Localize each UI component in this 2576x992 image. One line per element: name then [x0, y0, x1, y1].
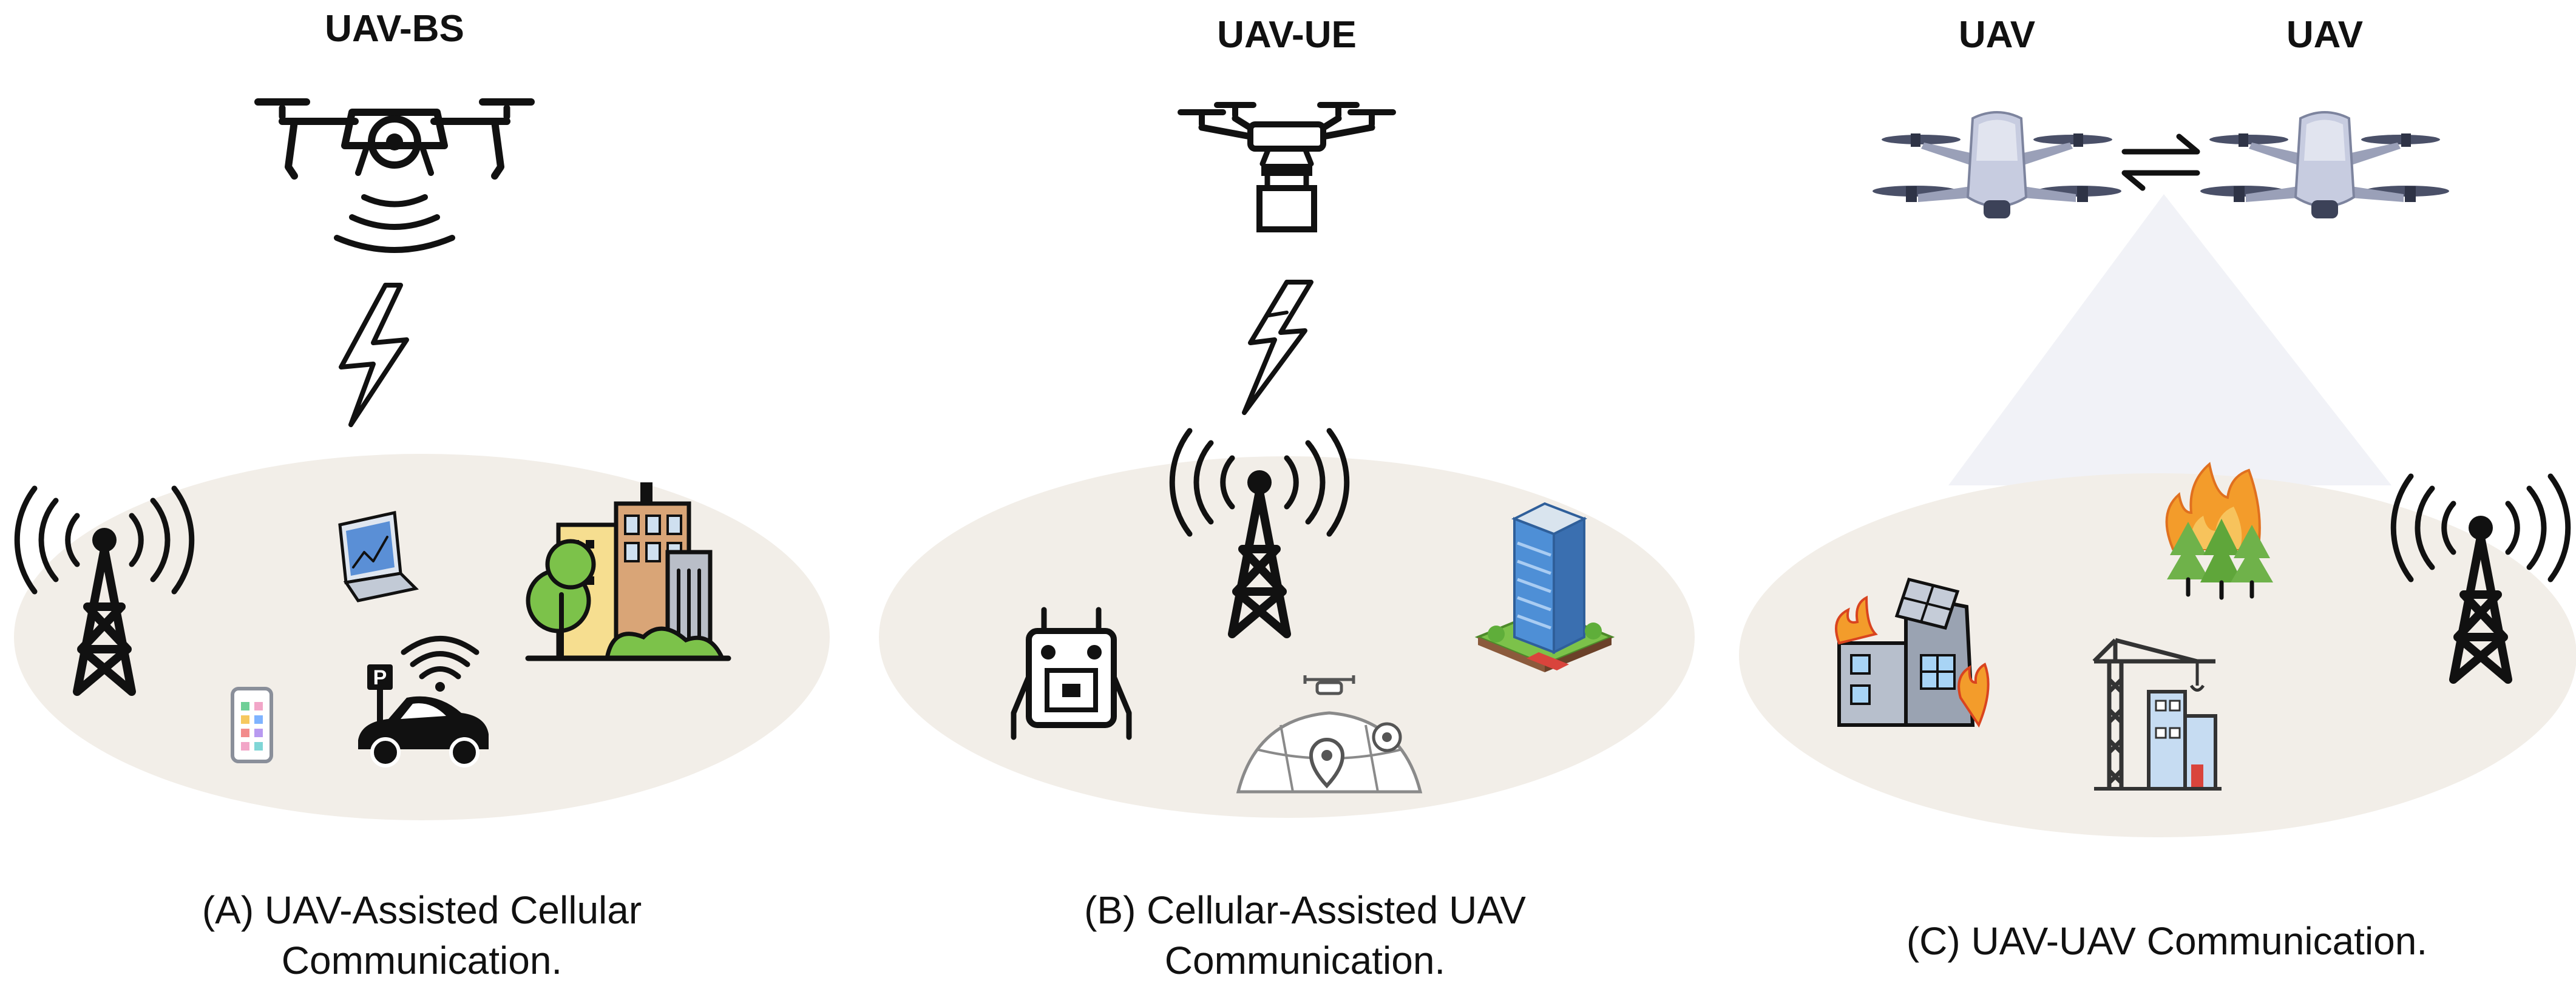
burning-building-icon — [1835, 578, 1990, 728]
caption-a-line2: Communication. — [282, 939, 562, 982]
coverage-cone — [1948, 194, 2391, 485]
skyscraper-icon — [1474, 502, 1615, 672]
quadcopter-icon-right — [2199, 111, 2450, 220]
construction-crane-icon — [2092, 638, 2222, 791]
city-buildings-icon — [525, 482, 731, 661]
forest-fire-icon — [2165, 462, 2273, 600]
uav-left-label: UAV — [1959, 14, 2035, 56]
lightning-icon-b — [1242, 280, 1313, 415]
uav-ue-label: UAV-UE — [1217, 14, 1357, 56]
quadcopter-icon-left — [1871, 111, 2123, 220]
uav-bs-label: UAV-BS — [325, 8, 464, 50]
smartphone-icon — [231, 687, 273, 763]
drone-map-icon — [1236, 675, 1423, 794]
uav-right-label: UAV — [2286, 14, 2363, 56]
signal-wave-icon — [334, 194, 455, 253]
panel-a: UAV-BS — [14, 8, 830, 982]
remote-controller-icon — [1011, 607, 1132, 740]
connected-car-icon: P — [358, 636, 489, 768]
panel-c: UAV UAV — [1739, 14, 2576, 963]
lightning-icon — [339, 283, 409, 427]
panel-b: UAV-UE — [879, 14, 1695, 982]
caption-b-line2: Communication. — [1165, 939, 1445, 982]
exchange-arrows-icon — [2121, 133, 2200, 191]
drone-bs-icon — [254, 98, 535, 180]
caption-c: (C) UAV-UAV Communication. — [1907, 919, 2427, 963]
caption-b-line1: (B) Cellular-Assisted UAV — [1084, 888, 1526, 932]
ground-area-c — [1739, 473, 2576, 837]
laptop-icon — [338, 510, 419, 602]
caption-a-line1: (A) UAV-Assisted Cellular — [202, 888, 642, 932]
svg-text:P: P — [373, 666, 387, 689]
delivery-drone-icon — [1178, 102, 1396, 232]
